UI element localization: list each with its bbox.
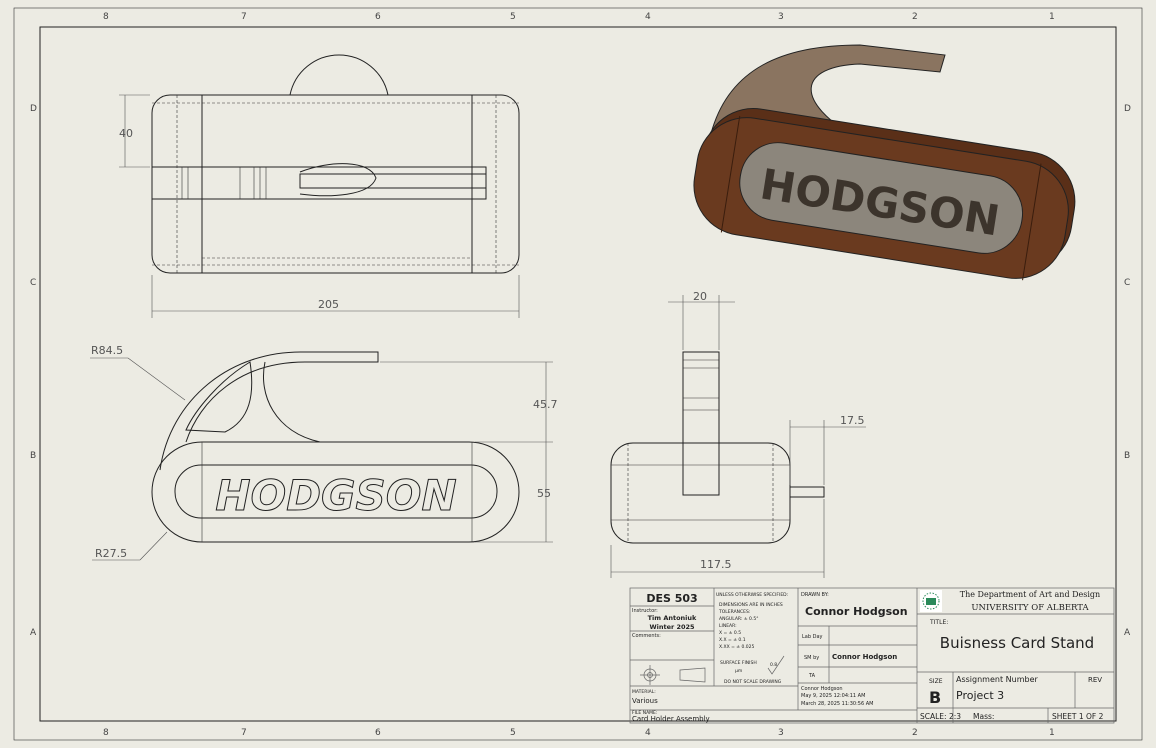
date-saved: May 9, 2025 12:04:11 AM [801, 693, 865, 699]
university-name: UNIVERSITY OF ALBERTA [971, 603, 1089, 613]
units-note: DIMENSIONS ARE IN INCHES [719, 602, 783, 608]
isometric-view: HODGSON [693, 44, 1076, 281]
linear-tolerance: X = ± 0.5 [719, 630, 741, 636]
zone-label: C [1124, 278, 1130, 288]
zone-label: 5 [510, 12, 516, 22]
zone-label: 1 [1049, 12, 1055, 22]
material-value: Various [632, 697, 658, 705]
zone-label: 4 [645, 12, 651, 22]
zone-label: 3 [778, 728, 784, 738]
linear-label: LINEAR: [719, 623, 737, 629]
outer-border [13, 7, 1143, 741]
title-label: TITLE: [929, 619, 948, 626]
size-label: SIZE [929, 678, 943, 685]
sheet-number: SHEET 1 OF 2 [1052, 712, 1104, 721]
sm-by-label: SM by [804, 655, 819, 661]
inner-border [39, 26, 1117, 722]
dimension-label: R27.5 [95, 547, 127, 560]
dimension-label: 17.5 [840, 414, 865, 427]
dimension-label: 20 [693, 290, 707, 303]
top-view: 40 205 [119, 54, 520, 318]
projection-symbol-icon [640, 665, 706, 685]
zone-label: A [1124, 628, 1131, 638]
angular-tolerance: ANGULAR: ± 0.5° [719, 616, 758, 622]
linear-tolerance: X.X = ± 0.1 [719, 637, 746, 643]
dimension-label: R84.5 [91, 344, 123, 357]
zone-label: 5 [510, 728, 516, 738]
department-name: The Department of Art and Design [960, 590, 1100, 599]
scale-warning: DO NOT SCALE DRAWING [724, 679, 782, 685]
zone-label: C [30, 278, 36, 288]
size-value: B [929, 688, 941, 707]
author: Connor Hodgson [801, 686, 843, 692]
zone-label: D [1124, 104, 1131, 114]
drawn-by-value: Connor Hodgson [805, 605, 908, 618]
course-code: DES 503 [646, 592, 697, 605]
zone-label: 6 [375, 12, 381, 22]
engraving-text: HODGSON [215, 471, 456, 520]
surface-finish-label: SURFACE FINISH [720, 660, 757, 666]
zone-label: 8 [103, 728, 109, 738]
tolerance-header: UNLESS OTHERWISE SPECIFIED: [716, 592, 788, 598]
sm-by-value: Connor Hodgson [832, 653, 897, 661]
zone-label: A [30, 628, 37, 638]
zone-label: B [30, 451, 36, 461]
front-view: HODGSON 45.7 55 R84.5 R27.5 [90, 344, 558, 561]
rev-label: REV [1088, 676, 1102, 684]
instructor-name: Tim Antoniuk [648, 614, 697, 622]
surface-finish-value: 0.8 [770, 662, 777, 668]
zone-label: 4 [645, 728, 651, 738]
dimension-label: 205 [318, 298, 339, 311]
side-view: 20 17.5 117.5 [610, 290, 866, 578]
lab-day-label: Lab Day [802, 634, 823, 640]
term: Winter 2025 [649, 623, 695, 631]
zone-labels: 8 7 6 5 4 3 2 1 8 7 6 5 4 3 2 1 D C B A … [30, 12, 1131, 738]
material-label: MATERIAL: [632, 689, 656, 695]
drawing-title: Buisness Card Stand [940, 634, 1094, 652]
mass: Mass: [973, 712, 994, 721]
zone-label: B [1124, 451, 1130, 461]
zone-label: 6 [375, 728, 381, 738]
file-name-value: Card Holder Assembly [632, 715, 710, 723]
zone-label: 2 [912, 12, 918, 22]
university-crest-icon [920, 590, 942, 612]
zone-label: 2 [912, 728, 918, 738]
dimension-label: 117.5 [700, 558, 732, 571]
title-block: DES 503 Instructor: Tim Antoniuk Winter … [629, 587, 1115, 724]
drawn-by-label: DRAWN BY: [801, 592, 829, 598]
zone-label: 8 [103, 12, 109, 22]
scale: SCALE: 2:3 [920, 712, 961, 721]
file-name-label: FILE NAME: [632, 710, 657, 716]
linear-tolerance: X.XX = ± 0.025 [719, 644, 755, 650]
dimension-label: 45.7 [533, 398, 558, 411]
zone-label: 3 [778, 12, 784, 22]
surface-finish-icon [767, 655, 785, 675]
ta-label: TA [808, 673, 816, 679]
date-created: March 28, 2025 11:30:56 AM [801, 701, 873, 707]
assignment-value: Project 3 [956, 689, 1004, 702]
surface-finish-unit: μm [735, 669, 742, 674]
dimension-label: 55 [537, 487, 551, 500]
zone-label: 1 [1049, 728, 1055, 738]
zone-label: 7 [241, 12, 247, 22]
comments-label: Comments: [632, 633, 661, 639]
dimension-label: 40 [119, 127, 133, 140]
zone-label: D [30, 104, 37, 114]
instructor-label: Instructor: [632, 608, 658, 614]
assignment-label: Assignment Number [956, 675, 1038, 684]
tolerances-label: TOLERANCES: [718, 609, 750, 615]
zone-label: 7 [241, 728, 247, 738]
